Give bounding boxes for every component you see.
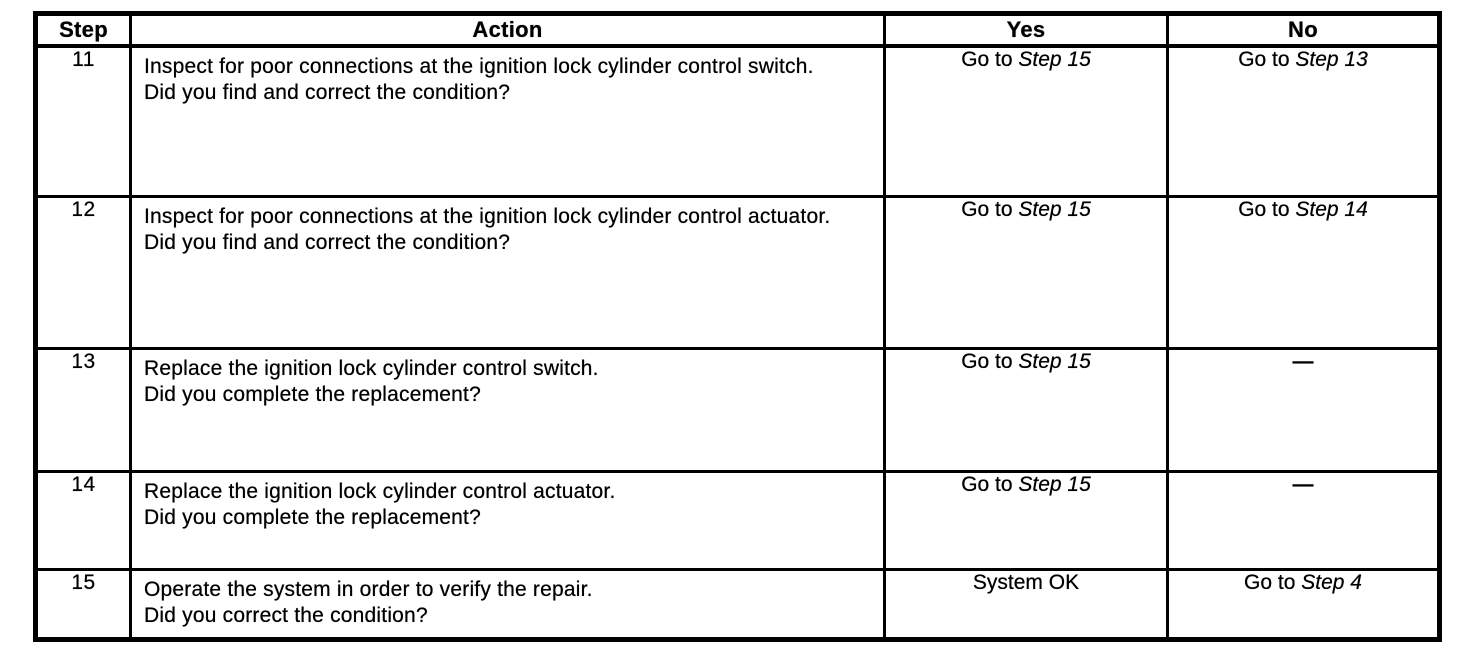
table-row: 12 Inspect for poor connections at the i…: [34, 195, 1441, 350]
action-cell: Replace the ignition lock cylinder contr…: [129, 347, 886, 473]
no-answer: Go to Step 4: [1244, 571, 1362, 596]
step-ref: Step 13: [1295, 47, 1368, 71]
step-cell: 14: [34, 470, 132, 571]
column-header-action: Action: [129, 12, 886, 48]
step-number: 13: [71, 350, 96, 374]
no-cell: Go to Step 14: [1166, 195, 1441, 350]
action-question: Did you find and correct the condition?: [144, 231, 511, 255]
action-instruction: Inspect for poor connections at the igni…: [144, 54, 814, 78]
goto-text: Go to: [1238, 198, 1296, 222]
action-cell: Operate the system in order to verify th…: [129, 568, 886, 641]
table-row: 11 Inspect for poor connections at the i…: [34, 44, 1441, 198]
no-answer: Go to Step 13: [1238, 47, 1368, 72]
header-row: Step Action Yes No: [34, 12, 1441, 48]
no-cell: Go to Step 4: [1166, 568, 1441, 641]
step-number: 15: [71, 571, 96, 595]
action-cell: Replace the ignition lock cylinder contr…: [129, 470, 886, 571]
goto-text: Go to: [961, 473, 1019, 497]
action-cell: Inspect for poor connections at the igni…: [129, 44, 886, 198]
action-instruction: Inspect for poor connections at the igni…: [144, 205, 831, 228]
no-cell: —: [1166, 347, 1441, 473]
goto-text: Go to: [1238, 47, 1296, 71]
table-row: 14 Replace the ignition lock cylinder co…: [34, 470, 1441, 571]
goto-text: Go to: [961, 198, 1019, 222]
yes-cell: System OK: [883, 568, 1169, 641]
no-answer-dash: —: [1292, 350, 1314, 374]
yes-cell: Go to Step 15: [883, 347, 1169, 473]
table-row: 15 Operate the system in order to verify…: [34, 568, 1441, 641]
yes-cell: Go to Step 15: [883, 470, 1169, 571]
action-question: Did you correct the condition?: [144, 604, 428, 628]
yes-answer: Go to Step 15: [961, 350, 1091, 375]
action-question: Did you complete the replacement?: [144, 383, 481, 407]
table-header: Step Action Yes No: [34, 12, 1441, 48]
action-question: Did you find and correct the condition?: [144, 80, 511, 104]
table-row: 13 Replace the ignition lock cylinder co…: [34, 347, 1441, 473]
no-cell: —: [1166, 470, 1441, 571]
step-number: 14: [71, 473, 96, 497]
no-answer: Go to Step 14: [1238, 198, 1368, 223]
step-ref: Step 15: [1018, 350, 1091, 374]
yes-answer: Go to Step 15: [961, 473, 1091, 498]
yes-answer: Go to Step 15: [961, 198, 1091, 223]
step-ref: Step 15: [1018, 47, 1091, 71]
yes-cell: Go to Step 15: [883, 195, 1169, 350]
step-ref: Step 15: [1018, 198, 1091, 222]
column-header-step: Step: [34, 12, 132, 48]
action-instruction: Replace the ignition lock cylinder contr…: [144, 480, 616, 503]
step-cell: 11: [34, 44, 132, 198]
step-number: 11: [72, 47, 95, 71]
step-ref: Step 4: [1301, 571, 1362, 595]
no-cell: Go to Step 13: [1166, 44, 1441, 198]
no-answer-dash: —: [1292, 473, 1314, 497]
goto-text: Go to: [1244, 571, 1302, 595]
step-cell: 15: [34, 568, 132, 641]
action-cell: Inspect for poor connections at the igni…: [129, 195, 886, 350]
yes-cell: Go to Step 15: [883, 44, 1169, 198]
step-cell: 12: [34, 195, 132, 350]
system-ok-text: System OK: [972, 571, 1080, 595]
step-ref: Step 15: [1018, 473, 1091, 497]
yes-answer: System OK: [972, 571, 1080, 596]
step-cell: 13: [34, 347, 132, 473]
action-question: Did you complete the replacement?: [144, 506, 481, 530]
yes-answer: Go to Step 15: [961, 47, 1091, 72]
column-header-yes: Yes: [883, 12, 1169, 48]
diagnostic-table: Step Action Yes No 11 Inspect for poor c…: [33, 11, 1442, 642]
action-instruction: Operate the system in order to verify th…: [144, 578, 593, 601]
goto-text: Go to: [961, 350, 1019, 374]
goto-text: Go to: [961, 47, 1019, 71]
step-ref: Step 14: [1295, 198, 1368, 222]
step-number: 12: [71, 198, 96, 222]
column-header-no: No: [1166, 12, 1441, 48]
action-instruction: Replace the ignition lock cylinder contr…: [144, 357, 599, 380]
